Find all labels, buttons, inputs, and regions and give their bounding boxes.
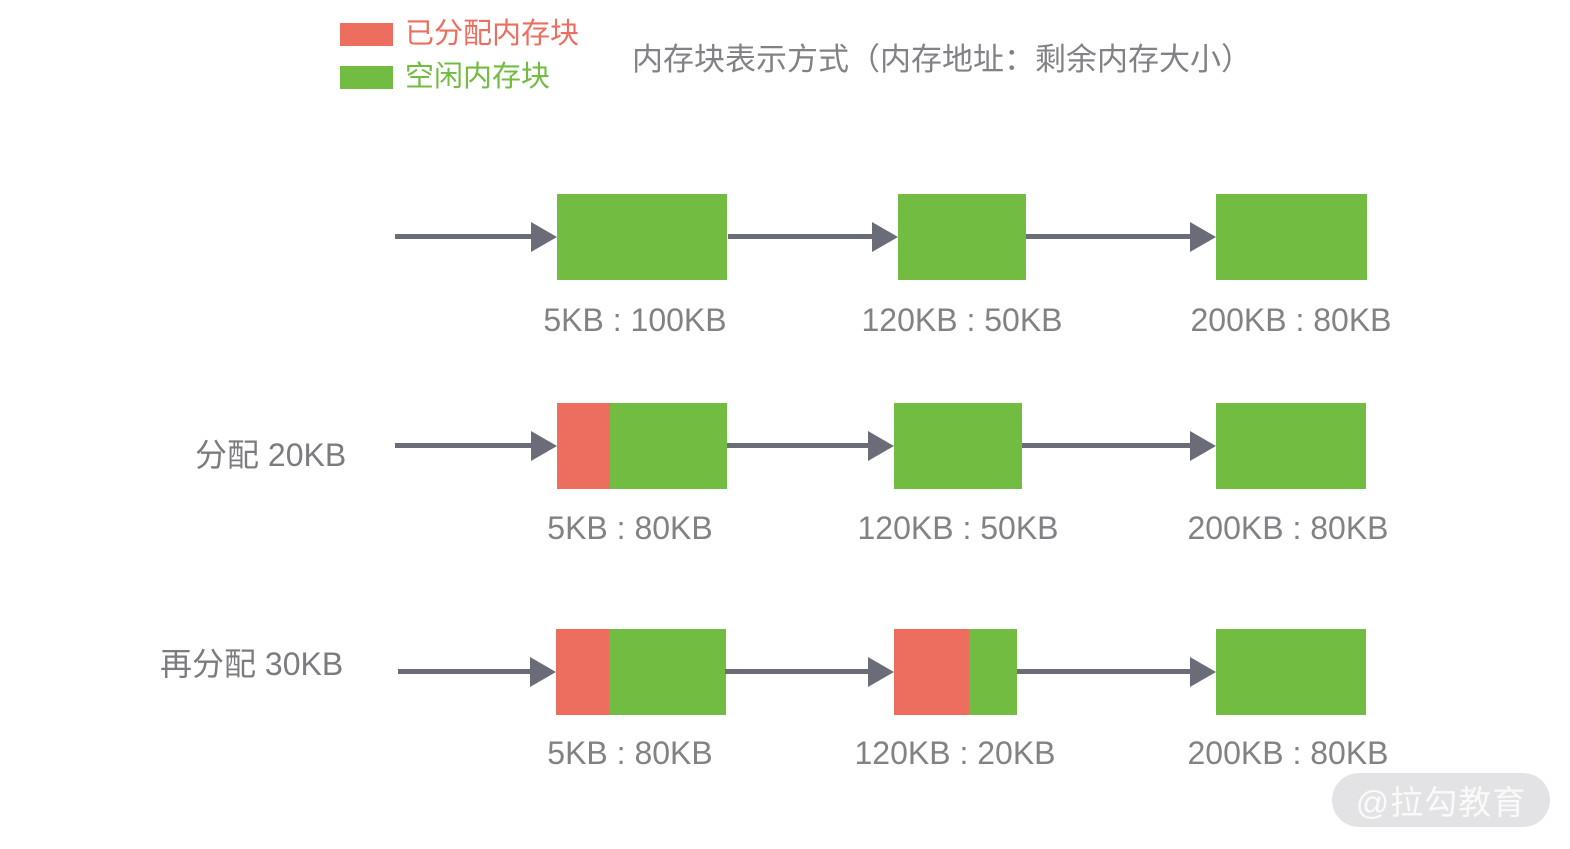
block-caption: 120KB : 50KB [861, 302, 1063, 338]
memory-block [557, 194, 727, 280]
allocated-segment [894, 629, 970, 715]
free-segment [1216, 194, 1367, 280]
arrow-right-icon [727, 430, 894, 461]
arrow-right-icon [398, 656, 556, 687]
free-legend-label: 空闲内存块 [405, 61, 551, 93]
free-segment [1216, 629, 1366, 715]
arrow-right-icon [1017, 656, 1216, 687]
block-caption: 200KB : 80KB [1190, 302, 1392, 338]
block-caption: 200KB : 80KB [1187, 510, 1389, 546]
free-segment [608, 629, 726, 715]
watermark-badge: @拉勾教育 [1332, 773, 1550, 827]
memory-block [1216, 403, 1366, 489]
memory-block [1216, 194, 1367, 280]
allocated-legend-label: 已分配内存块 [405, 18, 580, 50]
arrow-right-icon [395, 430, 557, 461]
arrow-right-icon [1022, 430, 1216, 461]
free-segment [969, 629, 1017, 715]
block-caption: 5KB : 80KB [547, 735, 713, 771]
arrow-right-icon [395, 221, 557, 252]
free-segment [609, 403, 727, 489]
block-caption: 200KB : 80KB [1187, 735, 1389, 771]
diagram-title: 内存块表示方式（内存地址：剩余内存大小） [632, 42, 1252, 77]
arrow-right-icon [1026, 221, 1216, 252]
allocated-segment [557, 403, 610, 489]
free-segment [1216, 403, 1366, 489]
free-segment [894, 403, 1022, 489]
allocated-legend-swatch [340, 23, 393, 46]
memory-block [556, 629, 726, 715]
row-label-allocate: 分配 20KB [195, 437, 347, 473]
block-caption: 120KB : 20KB [854, 735, 1056, 771]
arrow-right-icon [728, 221, 898, 252]
memory-block [894, 629, 1017, 715]
allocated-segment [556, 629, 609, 715]
watermark-text: @拉勾教育 [1355, 784, 1527, 821]
arrow-right-icon [725, 656, 894, 687]
memory-block [557, 403, 727, 489]
memory-block [1216, 629, 1366, 715]
free-segment [557, 194, 727, 280]
free-segment [898, 194, 1026, 280]
block-caption: 5KB : 100KB [543, 302, 727, 338]
memory-block [898, 194, 1026, 280]
block-caption: 5KB : 80KB [547, 510, 713, 546]
block-caption: 120KB : 50KB [857, 510, 1059, 546]
row-label-reallocate: 再分配 30KB [160, 646, 344, 682]
memory-block [894, 403, 1022, 489]
free-legend-swatch [340, 66, 393, 89]
